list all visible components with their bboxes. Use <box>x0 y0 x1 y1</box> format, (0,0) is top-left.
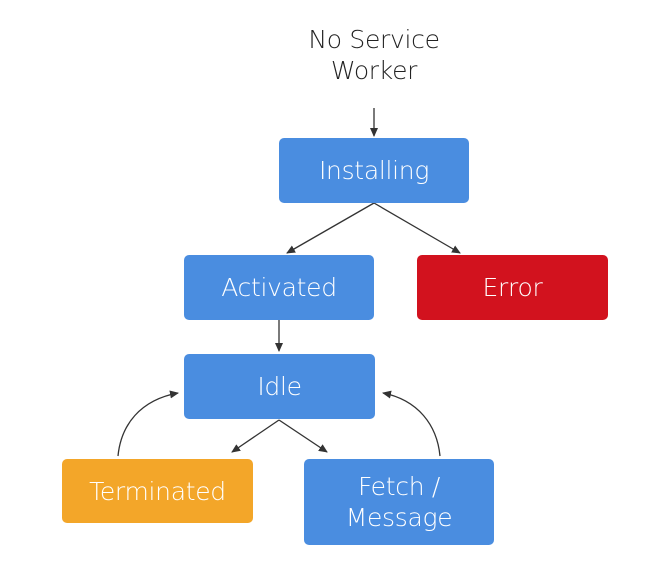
state-fetch-line-2: Message <box>345 503 453 532</box>
state-fetch-message: Fetch / Message <box>304 459 494 545</box>
start-state-line-2: Worker <box>330 56 418 85</box>
arrow-fetch-to-idle <box>382 390 441 457</box>
arrow-terminated-to-idle <box>117 390 179 457</box>
state-idle-label: Idle <box>257 372 302 401</box>
state-installing-label: Installing <box>318 156 430 185</box>
state-installing: Installing <box>279 138 469 203</box>
arrow-idle-to-terminated <box>231 419 280 453</box>
state-terminated-label: Terminated <box>89 476 226 506</box>
arrow-idle-to-fetch <box>278 419 328 453</box>
arrow-installing-to-activated <box>286 202 375 254</box>
state-terminated: Terminated <box>62 459 253 523</box>
state-activated: Activated <box>184 255 374 320</box>
state-error-label: Error <box>482 273 543 302</box>
state-fetch-message-label: Fetch / Message <box>346 471 453 533</box>
start-state-line-1: No Service <box>308 25 440 54</box>
state-idle: Idle <box>184 354 375 419</box>
state-error: Error <box>417 255 608 320</box>
state-fetch-line-1: Fetch / <box>357 472 441 501</box>
start-state-label: No Service Worker <box>262 24 486 86</box>
arrow-installing-to-error <box>373 202 461 254</box>
state-activated-label: Activated <box>221 273 337 302</box>
